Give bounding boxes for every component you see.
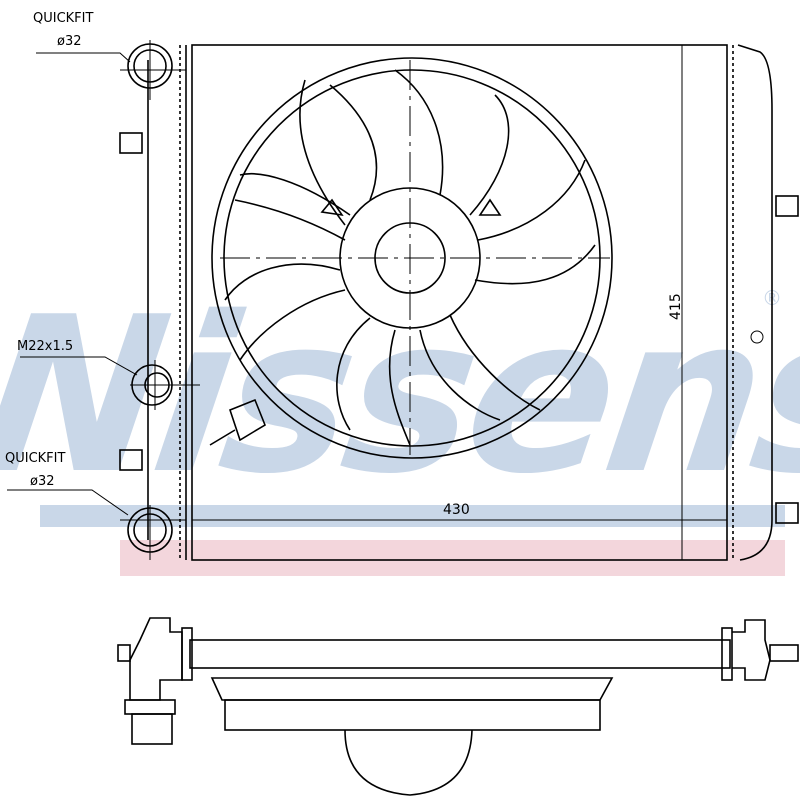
callout-drain-plug: M22x1.5 [17,339,138,376]
svg-text:ø32: ø32 [57,34,82,49]
watermark-band-blue [40,505,785,527]
callout-top-quickfit: QUICKFIT ø32 [33,11,131,63]
watermark: Nissens ® [0,270,800,576]
radiator-core [191,44,728,561]
watermark-logo: Nissens [0,270,800,521]
height-dimension-label: 415 [668,293,684,320]
fan-assembly [209,57,613,459]
side-view [117,617,799,796]
svg-text:M22x1.5: M22x1.5 [17,339,73,354]
svg-text:QUICKFIT: QUICKFIT [5,451,65,466]
right-tank [732,44,799,561]
svg-text:ø32: ø32 [30,474,55,489]
width-dimension-label: 430 [443,502,470,518]
dimension-height: 415 [668,45,684,560]
callout-bottom-quickfit: QUICKFIT ø32 [5,451,129,516]
left-tank [119,40,200,560]
dimension-width: 430 [192,502,727,521]
watermark-band-pink [120,540,785,576]
svg-text:QUICKFIT: QUICKFIT [33,11,93,26]
